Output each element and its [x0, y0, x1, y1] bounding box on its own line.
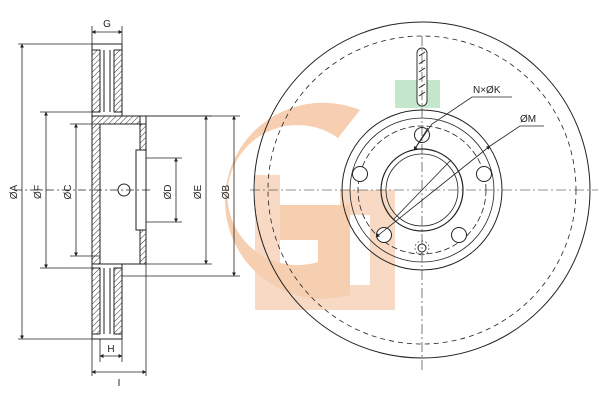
lower-inner-plate — [91, 267, 101, 335]
upper-inner-plate — [91, 49, 101, 113]
dim-label-d: ØD — [163, 185, 174, 200]
bolt-hole-5 — [352, 166, 368, 182]
gg-logo-watermark — [225, 80, 440, 310]
dim-label-b: ØB — [221, 184, 232, 199]
front-view-leaders — [375, 96, 544, 238]
label-bolt-circle: ØM — [520, 114, 536, 125]
dim-label-e: ØE — [193, 184, 204, 199]
bolt-hole-2 — [476, 166, 492, 182]
dim-label-g: G — [103, 19, 111, 30]
lower-outer-plate — [113, 267, 123, 335]
dim-label-f: ØF — [33, 185, 44, 199]
label-bolt-holes: N×ØK — [473, 85, 501, 96]
dim-label-c: ØC — [63, 185, 74, 200]
dim-label-a: ØA — [9, 184, 20, 199]
disc-cross-section — [91, 43, 147, 340]
section-dimensions — [18, 26, 240, 376]
bolt-hole-3 — [451, 227, 467, 243]
dim-label-i: I — [118, 378, 121, 389]
upper-outer-plate — [113, 49, 123, 113]
dim-label-h: H — [107, 344, 114, 355]
